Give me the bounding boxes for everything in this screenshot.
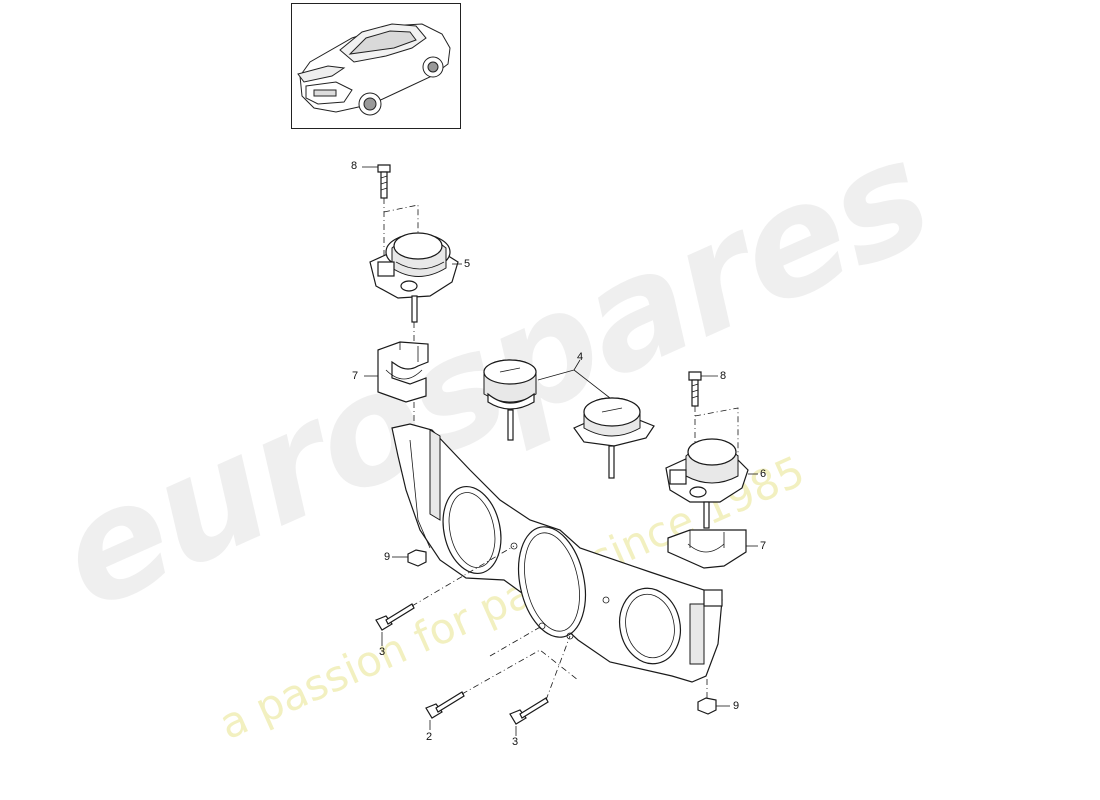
nut-right xyxy=(697,676,730,715)
vehicle-thumbnail xyxy=(291,3,461,129)
engine-mount-middle-right xyxy=(573,397,655,479)
bolt-left xyxy=(375,545,515,646)
car-rear-view-icon xyxy=(297,23,451,116)
engine-mount-right xyxy=(665,438,758,529)
callout-8-right: 8 xyxy=(720,370,727,382)
mount-bracket-left xyxy=(364,341,429,403)
mount-bracket-right xyxy=(667,529,758,569)
callout-8-top: 8 xyxy=(351,160,358,172)
callout-2: 2 xyxy=(426,731,433,743)
callout-7-left: 7 xyxy=(352,370,359,382)
callout-6: 6 xyxy=(760,468,767,480)
engine-carrier-frame xyxy=(391,423,723,683)
bolt-bottom-right xyxy=(489,625,571,736)
callout-4: 4 xyxy=(577,351,584,363)
bolt-top xyxy=(362,164,391,199)
callout-9-right: 9 xyxy=(733,700,740,712)
nut-left xyxy=(392,549,427,567)
callout-9-left: 9 xyxy=(384,551,391,563)
callout-7-right: 7 xyxy=(760,540,767,552)
callout-5: 5 xyxy=(464,258,471,270)
engine-mount-middle-left xyxy=(483,359,537,441)
bolt-bottom-left xyxy=(425,649,579,730)
bolt-right xyxy=(688,371,718,407)
callout-3-bottom: 3 xyxy=(512,736,519,748)
callout-3-left: 3 xyxy=(379,646,386,658)
engine-mount-left xyxy=(369,232,462,323)
